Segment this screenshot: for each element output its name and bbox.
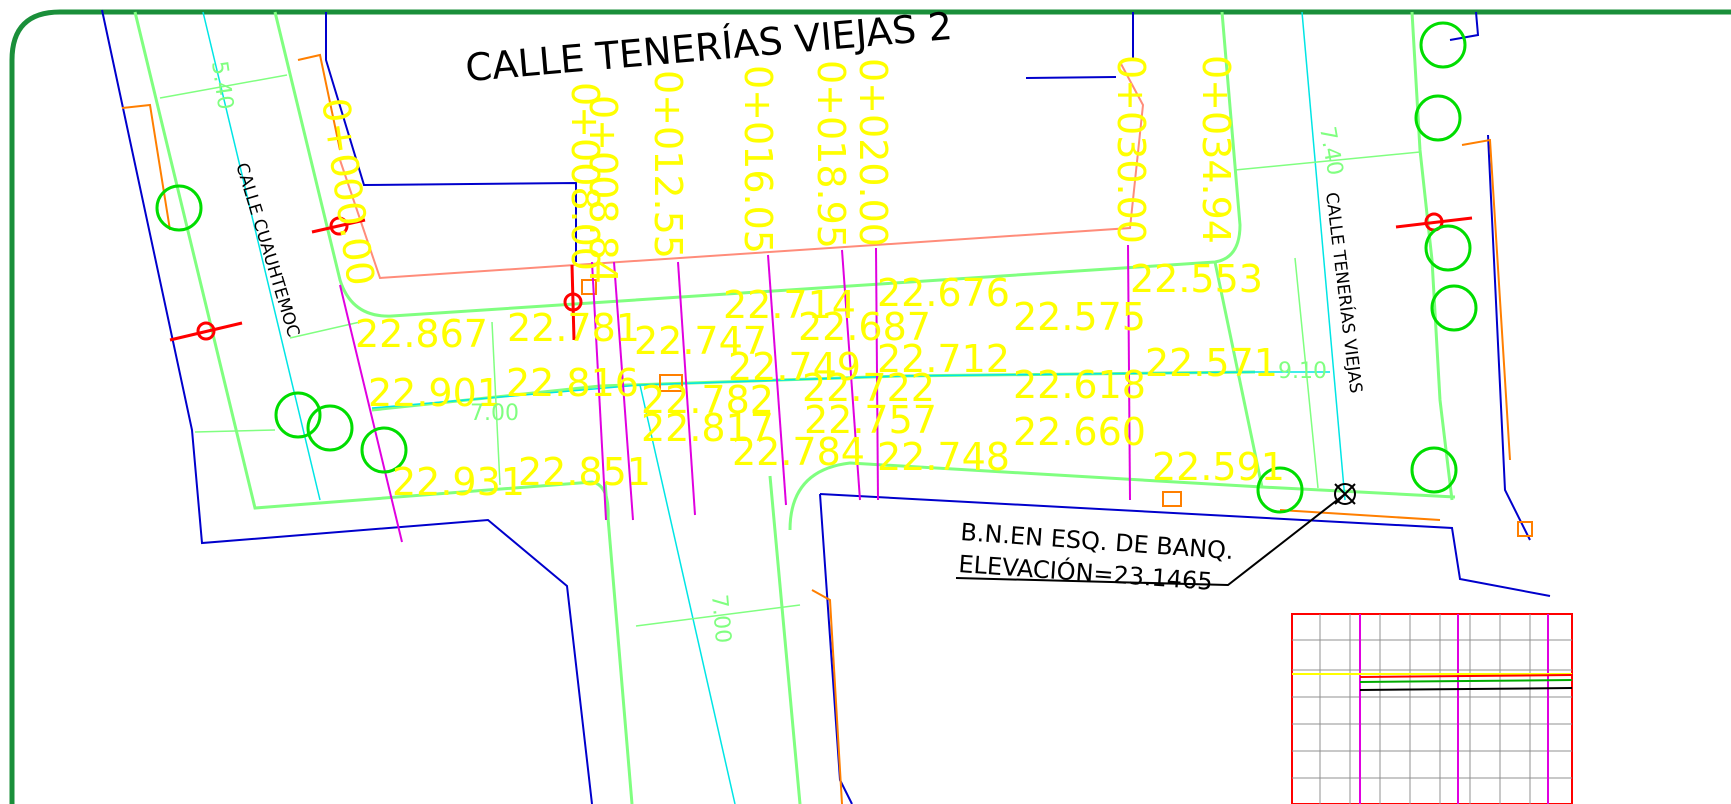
elevation-label: 22.722 (802, 366, 935, 410)
drawing-frame (9, 9, 1731, 804)
elevation-label: 22.817 (641, 406, 774, 450)
profile-inset (1291, 613, 1573, 804)
dimension-lines (159, 74, 1421, 627)
station-label: 0+012.55 (646, 70, 690, 259)
fence-lines (121, 53, 1533, 804)
elevation-label: 22.571 (1145, 341, 1278, 385)
elevation-label: 22.782 (641, 378, 774, 422)
elevation-label: 22.851 (518, 450, 651, 494)
station-label: 0+008.84 (581, 95, 625, 284)
elevation-label: 22.687 (798, 305, 931, 349)
station-label: 0+030.00 (1109, 55, 1153, 244)
street-label-tenerias-viejas: CALLE TENERÍAS VIEJAS (1321, 191, 1367, 395)
trees (155, 21, 1478, 514)
proposed-outline (339, 61, 1145, 280)
station-label: 0+020.00 (851, 58, 895, 247)
elevation-label: 22.748 (877, 435, 1010, 479)
station-label: 0+018.95 (809, 60, 853, 249)
dimension-label: 7.00 (706, 593, 735, 644)
station-label: 0+000.00 (313, 95, 383, 288)
elevation-label: 22.749 (728, 345, 861, 389)
elevation-label: 22.591 (1152, 445, 1285, 489)
elevation-label: 22.901 (368, 371, 501, 415)
station-label: 0+008.00 (563, 82, 607, 271)
elevation-label: 22.575 (1013, 295, 1146, 339)
station-lines (339, 244, 1131, 543)
benchmark-symbol (955, 483, 1356, 587)
elevation-label: 22.781 (507, 306, 640, 350)
station-label: 0+034.94 (1194, 55, 1238, 244)
elevation-label: 22.747 (634, 319, 767, 363)
elevation-label: 22.931 (392, 460, 525, 504)
centerlines (202, 11, 1346, 804)
elevation-label: 22.660 (1013, 410, 1146, 454)
dimension-label: 5.40 (206, 59, 238, 111)
elevation-label: 22.553 (1130, 257, 1263, 301)
elevation-label: 22.618 (1013, 363, 1146, 407)
station-label: 0+016.05 (736, 65, 780, 254)
dimension-label: 9.10 (1278, 359, 1327, 384)
elevation-label: 22.676 (877, 271, 1010, 315)
elevation-label: 22.712 (877, 337, 1010, 381)
dimension-label: 7.00 (470, 401, 519, 426)
street-label-cuauhtemoc: CALLE CUAUHTEMOC (231, 161, 303, 340)
utility-poles (169, 212, 1473, 342)
elevation-label: 22.714 (723, 283, 856, 327)
elevation-label: 22.816 (506, 361, 639, 405)
elevation-label: 22.784 (732, 430, 865, 474)
property-lines (101, 9, 1551, 804)
elevation-label: 22.757 (804, 398, 937, 442)
elevation-label: 22.867 (355, 312, 488, 356)
dimension-label: 7.40 (1314, 125, 1347, 178)
